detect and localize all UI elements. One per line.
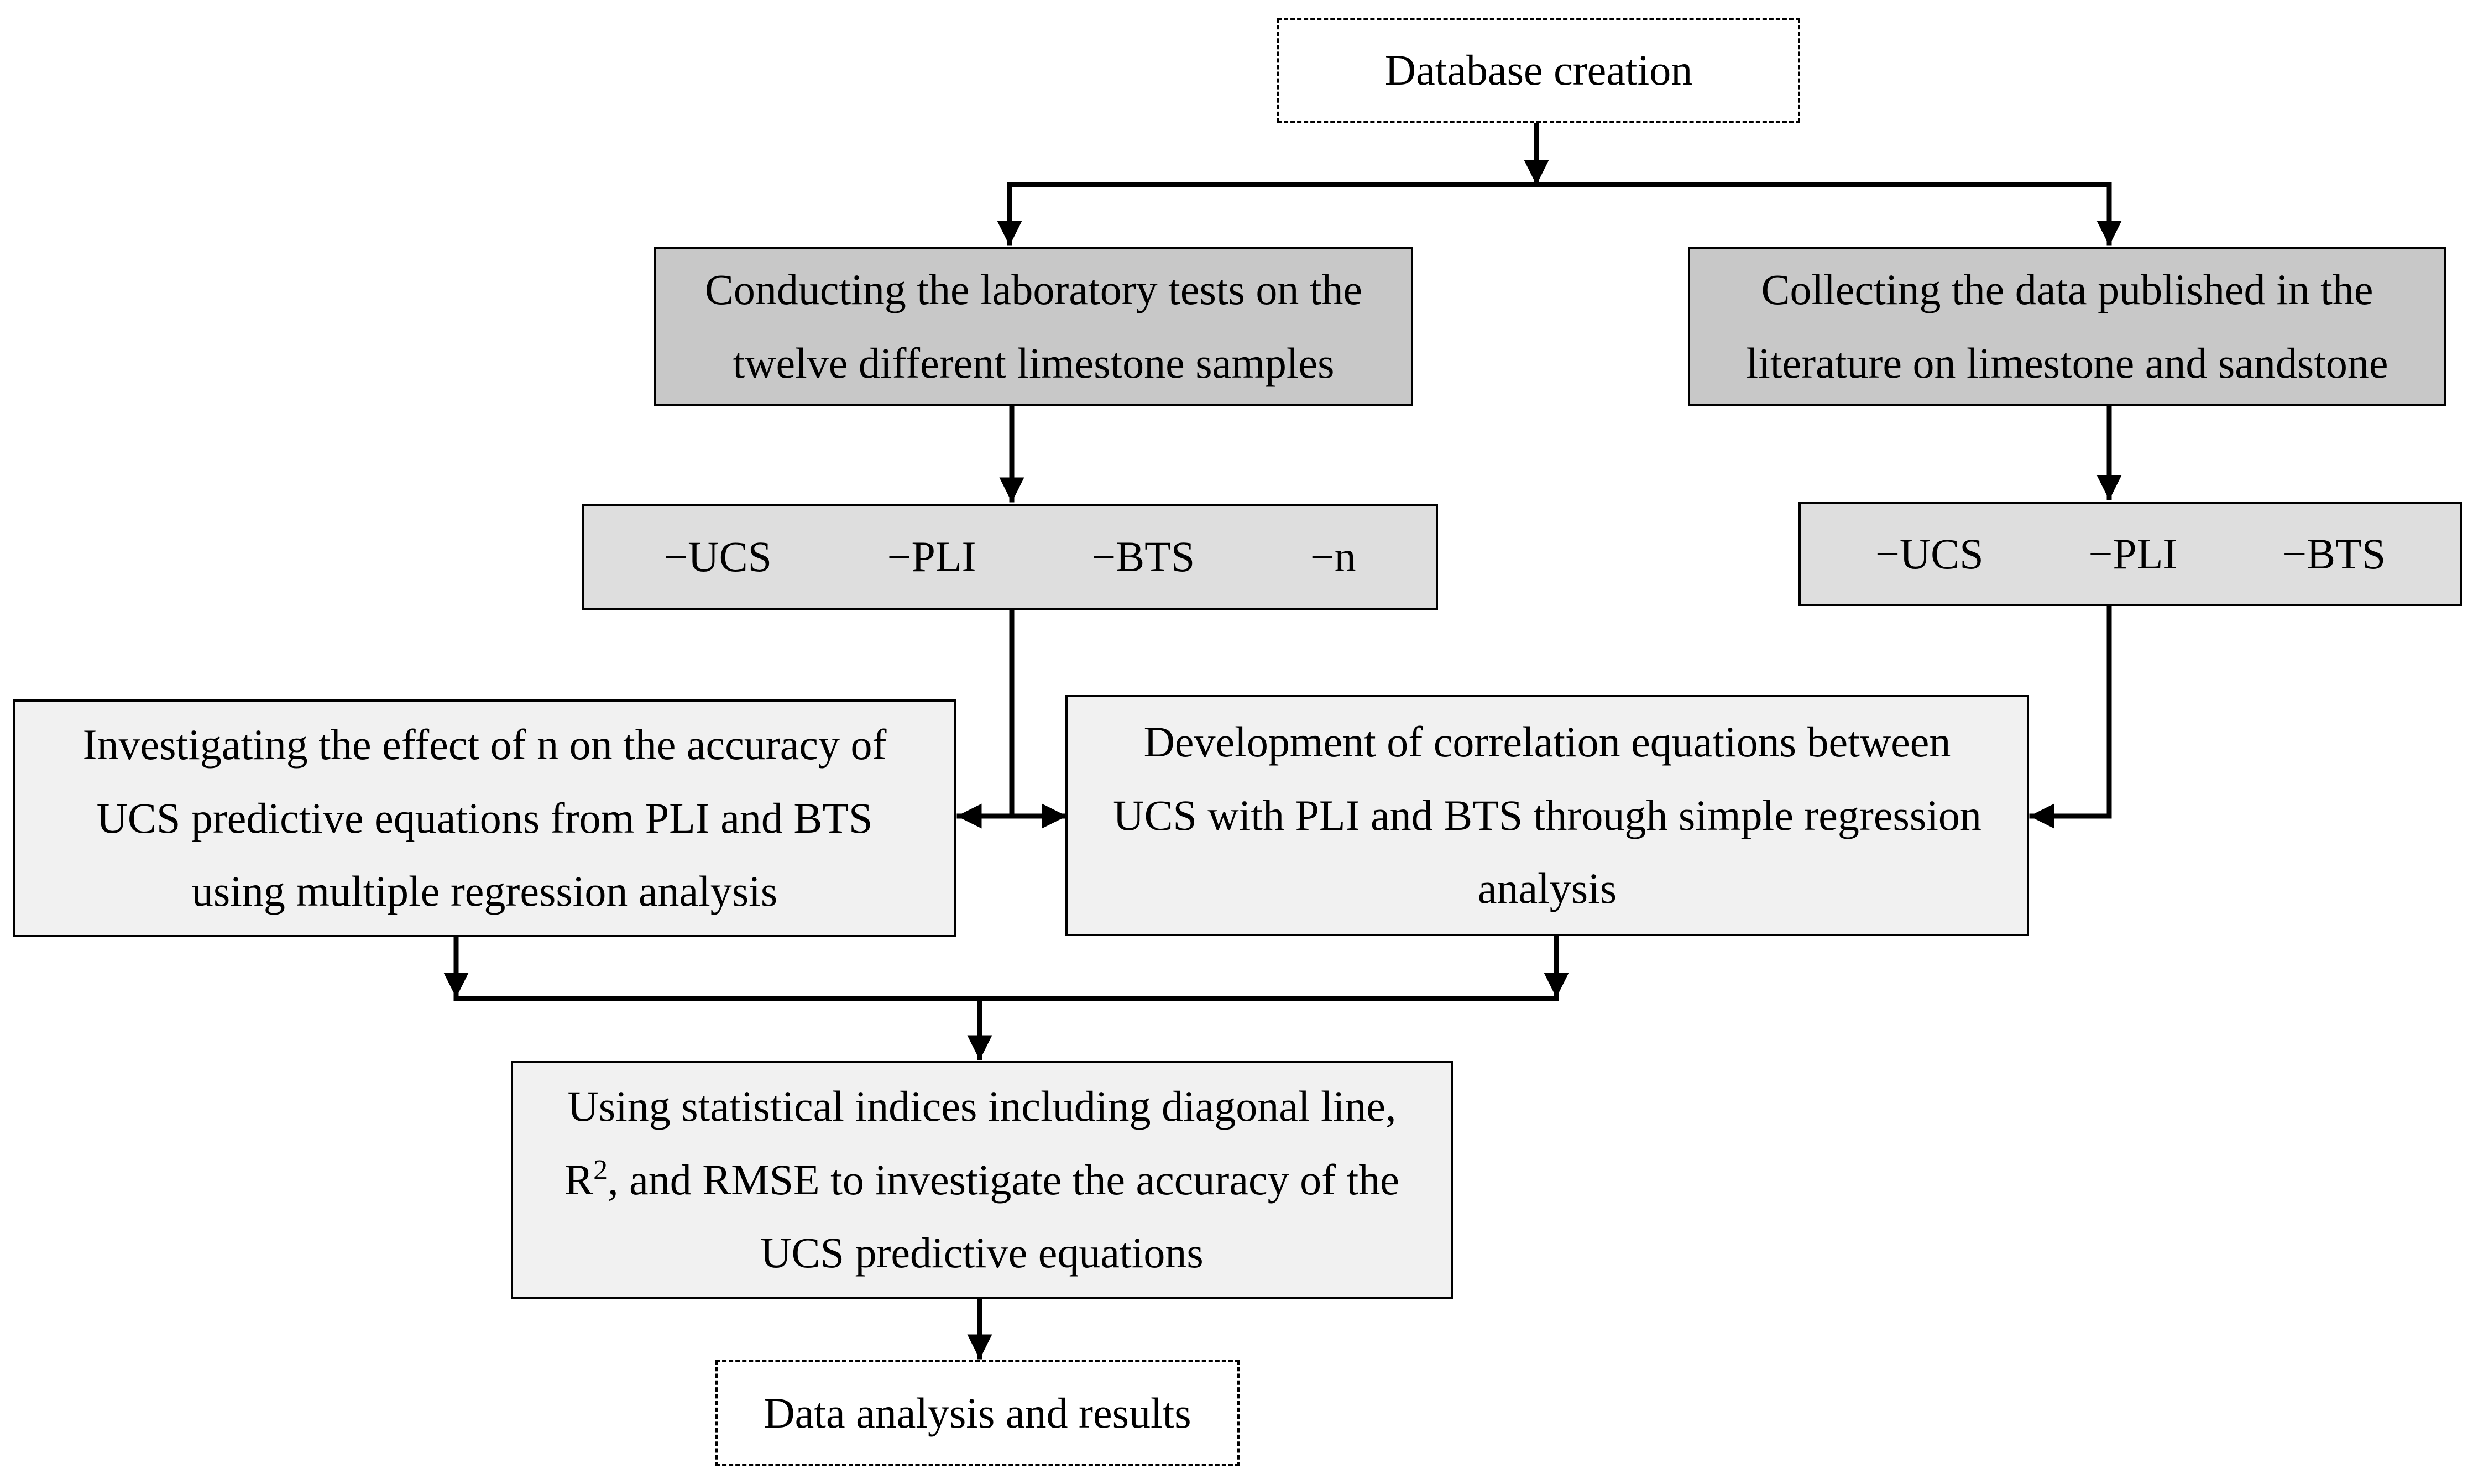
laboratory-parameters-box: −UCS −PLI −BTS −n xyxy=(582,504,1438,610)
simple-regression-line-2: UCS with PLI and BTS through simple regr… xyxy=(1113,791,1981,839)
statistical-indices-box: Using statistical indices including diag… xyxy=(511,1061,1453,1299)
multiple-regression-line-3: using multiple regression analysis xyxy=(191,867,778,916)
laboratory-tests-line-1: Conducting the laboratory tests on the xyxy=(704,265,1363,313)
r-squared-exponent: 2 xyxy=(593,1154,608,1186)
r-symbol: R xyxy=(564,1155,594,1204)
data-analysis-results-label: Data analysis and results xyxy=(764,1388,1191,1437)
statistical-indices-line-2: , and RMSE to investigate the accuracy o… xyxy=(608,1155,1399,1204)
statistical-indices-line-1: Using statistical indices including diag… xyxy=(567,1082,1397,1131)
param-pli: −PLI xyxy=(887,532,976,581)
database-creation-label: Database creation xyxy=(1384,46,1693,95)
statistical-indices-line-3: UCS predictive equations xyxy=(760,1229,1204,1277)
multiple-regression-box: Investigating the effect of n on the acc… xyxy=(13,699,956,937)
simple-regression-line-3: analysis xyxy=(1477,864,1617,913)
param-pli: −PLI xyxy=(2088,529,2178,578)
laboratory-tests-box: Conducting the laboratory tests on the t… xyxy=(654,247,1413,406)
published-data-line-2: literature on limestone and sandstone xyxy=(1746,338,2388,387)
param-bts: −BTS xyxy=(2282,529,2386,578)
param-bts: −BTS xyxy=(1091,532,1195,581)
data-analysis-results-box: Data analysis and results xyxy=(715,1360,1240,1466)
database-creation-box: Database creation xyxy=(1277,18,1800,123)
laboratory-tests-line-2: twelve different limestone samples xyxy=(733,338,1335,387)
simple-regression-line-1: Development of correlation equations bet… xyxy=(1143,718,1951,766)
simple-regression-box: Development of correlation equations bet… xyxy=(1065,695,2029,936)
param-n: −n xyxy=(1310,532,1356,581)
literature-parameters-box: −UCS −PLI −BTS xyxy=(1798,502,2462,606)
statistical-indices-r-squared: R2 xyxy=(564,1156,608,1204)
published-data-box: Collecting the data published in the lit… xyxy=(1688,247,2446,406)
published-data-line-1: Collecting the data published in the xyxy=(1761,265,2373,313)
multiple-regression-line-2: UCS predictive equations from PLI and BT… xyxy=(96,793,873,842)
multiple-regression-line-1: Investigating the effect of n on the acc… xyxy=(82,720,887,769)
param-ucs: −UCS xyxy=(1875,529,1984,578)
param-ucs: −UCS xyxy=(663,532,772,581)
